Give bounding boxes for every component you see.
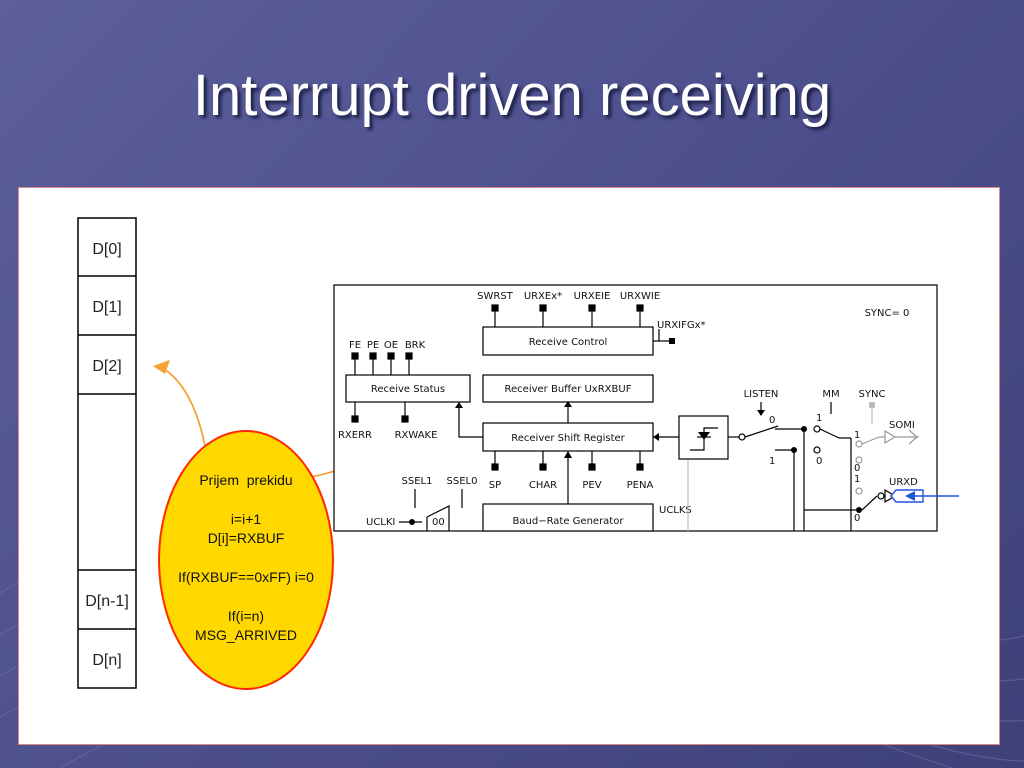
signal-rxwake: RXWAKE bbox=[395, 430, 438, 441]
urxd-input-arrowhead bbox=[905, 491, 915, 501]
mm-switch-1: 1 bbox=[816, 413, 822, 424]
flag-oe: OE bbox=[384, 340, 398, 351]
signal-urxeie: URXEIE bbox=[574, 291, 611, 302]
flag-pe: PE bbox=[367, 340, 379, 351]
mm-switch-0: 0 bbox=[816, 456, 822, 467]
uart-receiver-schematic: SWRST URXEx* URXEIE URXWIE SYNC= 0 Recei… bbox=[333, 284, 938, 532]
flag-fe: FE bbox=[349, 340, 361, 351]
receive-status-block bbox=[345, 374, 471, 403]
signal-urxwie: URXWIE bbox=[620, 291, 660, 302]
isr-to-buffer-arrowhead bbox=[153, 360, 170, 374]
sync-switch-0b: 0 bbox=[854, 513, 860, 524]
sync-switch-0a: 0 bbox=[854, 463, 860, 474]
buffer-cell-2: D[2] bbox=[92, 358, 121, 375]
receive-control-block bbox=[482, 326, 654, 356]
flag-brk: BRK bbox=[405, 340, 426, 351]
label-mm: MM bbox=[822, 389, 839, 400]
isr-line-3: i=i+1 bbox=[231, 511, 262, 527]
label-ssel0: SSEL0 bbox=[447, 476, 478, 487]
buffer-cell-n: D[n] bbox=[92, 652, 121, 669]
receive-status-label: Receive Status bbox=[371, 384, 445, 395]
buffer-cell-n-1: D[n-1] bbox=[85, 593, 129, 610]
receiver-buffer-label: Receiver Buffer UxRXBUF bbox=[505, 384, 632, 395]
isr-ellipse bbox=[158, 430, 334, 690]
receiver-shift-register-label: Receiver Shift Register bbox=[511, 433, 625, 444]
signal-urxifg: URXIFGx* bbox=[657, 320, 706, 331]
signal-urxex: URXEx* bbox=[524, 291, 562, 302]
receive-control-label: Receive Control bbox=[529, 337, 607, 348]
clock-mux bbox=[426, 505, 450, 531]
diagram-canvas: D[0] D[1] D[2] D[n-1] D[n] Prijem prekid… bbox=[77, 217, 959, 690]
signal-sp: SP bbox=[489, 480, 501, 491]
buffer-cell-1: D[1] bbox=[92, 299, 121, 316]
sync-switch-1b: 1 bbox=[854, 474, 860, 485]
listen-switch-1: 1 bbox=[769, 456, 775, 467]
baud-rate-generator-label: Baud−Rate Generator bbox=[513, 516, 625, 527]
label-ssel1: SSEL1 bbox=[402, 476, 433, 487]
label-sync: SYNC bbox=[859, 389, 886, 400]
label-mux-00: 00 bbox=[432, 517, 445, 528]
isr-line-8: If(i=n) bbox=[228, 608, 264, 624]
content-panel: D[0] D[1] D[2] D[n-1] D[n] Prijem prekid… bbox=[18, 187, 1000, 745]
sync-switch-1a: 1 bbox=[854, 430, 860, 441]
buffer-outline bbox=[77, 217, 137, 689]
buffer-array bbox=[77, 217, 137, 689]
signal-pena: PENA bbox=[627, 480, 654, 491]
label-somi: SOMI bbox=[889, 420, 915, 431]
slide-title: Interrupt driven receiving bbox=[192, 63, 832, 128]
isr-line-9: MSG_ARRIVED bbox=[195, 627, 297, 643]
signal-pev: PEV bbox=[582, 480, 601, 491]
isr-line-6: If(RXBUF==0xFF) i=0 bbox=[178, 569, 314, 585]
signal-char: CHAR bbox=[529, 480, 557, 491]
label-uclks: UCLKS bbox=[659, 505, 692, 516]
signal-swrst: SWRST bbox=[477, 291, 514, 302]
label-urxd: URXD bbox=[889, 477, 918, 488]
label-uclki: UCLKI bbox=[366, 517, 395, 528]
isr-line-4: D[i]=RXBUF bbox=[208, 530, 285, 546]
receiver-buffer-block bbox=[482, 374, 654, 403]
baud-rate-generator-block bbox=[482, 503, 654, 532]
buffer-cell-0: D[0] bbox=[92, 241, 121, 258]
label-listen: LISTEN bbox=[744, 389, 779, 400]
isr-to-buffer-arrow bbox=[163, 368, 206, 447]
isr-line-1: Prijem prekidu bbox=[199, 472, 292, 488]
sync-note: SYNC= 0 bbox=[865, 308, 910, 319]
schematic-frame bbox=[333, 284, 938, 532]
signal-rxerr: RXERR bbox=[338, 430, 372, 441]
listen-switch-0: 0 bbox=[769, 415, 775, 426]
receiver-shift-register-block bbox=[482, 422, 654, 452]
